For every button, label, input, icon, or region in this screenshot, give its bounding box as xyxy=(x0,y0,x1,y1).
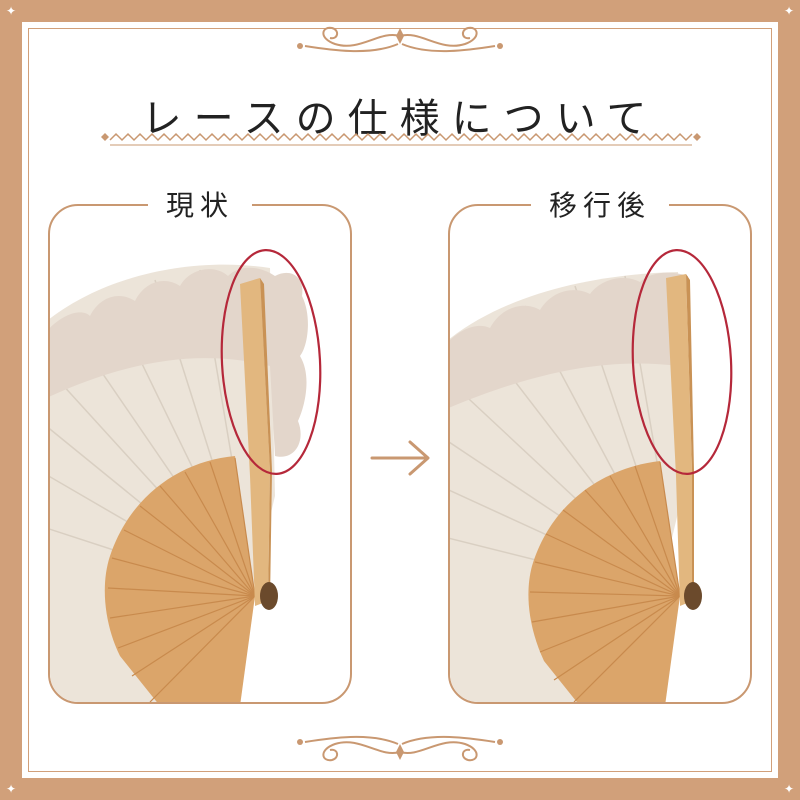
panel-label-after: 移行後 xyxy=(530,184,670,224)
top-ornament-icon xyxy=(297,26,503,53)
page-title: レースの仕様について xyxy=(141,96,659,142)
highlight-ellipse-current xyxy=(220,249,322,475)
panel-current: 現状 xyxy=(48,184,352,704)
panel-label-current: 現状 xyxy=(147,184,253,224)
fan-image-after xyxy=(450,206,750,702)
arrow-right-icon xyxy=(370,440,430,476)
fan-image-current xyxy=(50,206,350,702)
corner-star-icon: ✦ xyxy=(783,4,795,18)
panel-after: 移行後 xyxy=(448,184,752,704)
corner-star-icon: ✦ xyxy=(5,4,17,18)
corner-star-icon: ✦ xyxy=(5,782,17,796)
highlight-ellipse-after xyxy=(631,249,733,475)
corner-star-icon: ✦ xyxy=(783,782,795,796)
